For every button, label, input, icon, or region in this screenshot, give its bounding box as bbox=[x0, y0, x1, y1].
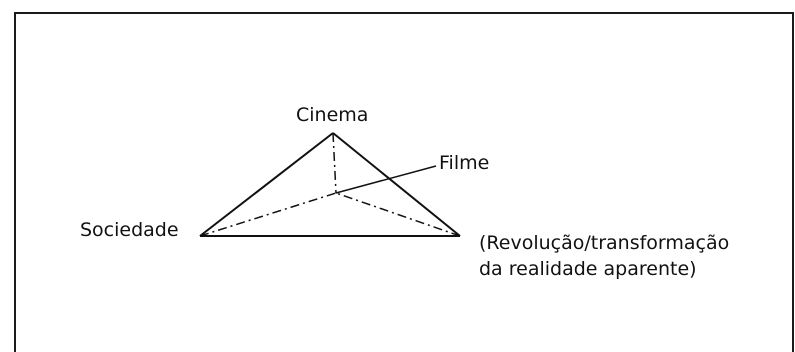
right-vertex-label-line2: da realidade aparente) bbox=[479, 258, 697, 280]
inner-edge-revolucao-filme bbox=[335, 192, 461, 237]
edge-cinema-revolucao bbox=[332, 132, 461, 237]
inner-edge-cinema-filme bbox=[332, 132, 337, 194]
right-vertex-label-line1: (Revolução/transformação bbox=[479, 232, 730, 254]
center-label: Filme bbox=[439, 152, 490, 174]
figure-frame bbox=[14, 12, 794, 352]
apex-label: Cinema bbox=[296, 104, 369, 126]
right-vertex-label: (Revolução/transformação da realidade ap… bbox=[479, 230, 729, 282]
filme-leader-line bbox=[335, 165, 437, 194]
edge-cinema-sociedade bbox=[199, 132, 334, 237]
left-vertex-label: Sociedade bbox=[80, 219, 179, 241]
inner-edge-sociedade-filme bbox=[199, 192, 337, 237]
